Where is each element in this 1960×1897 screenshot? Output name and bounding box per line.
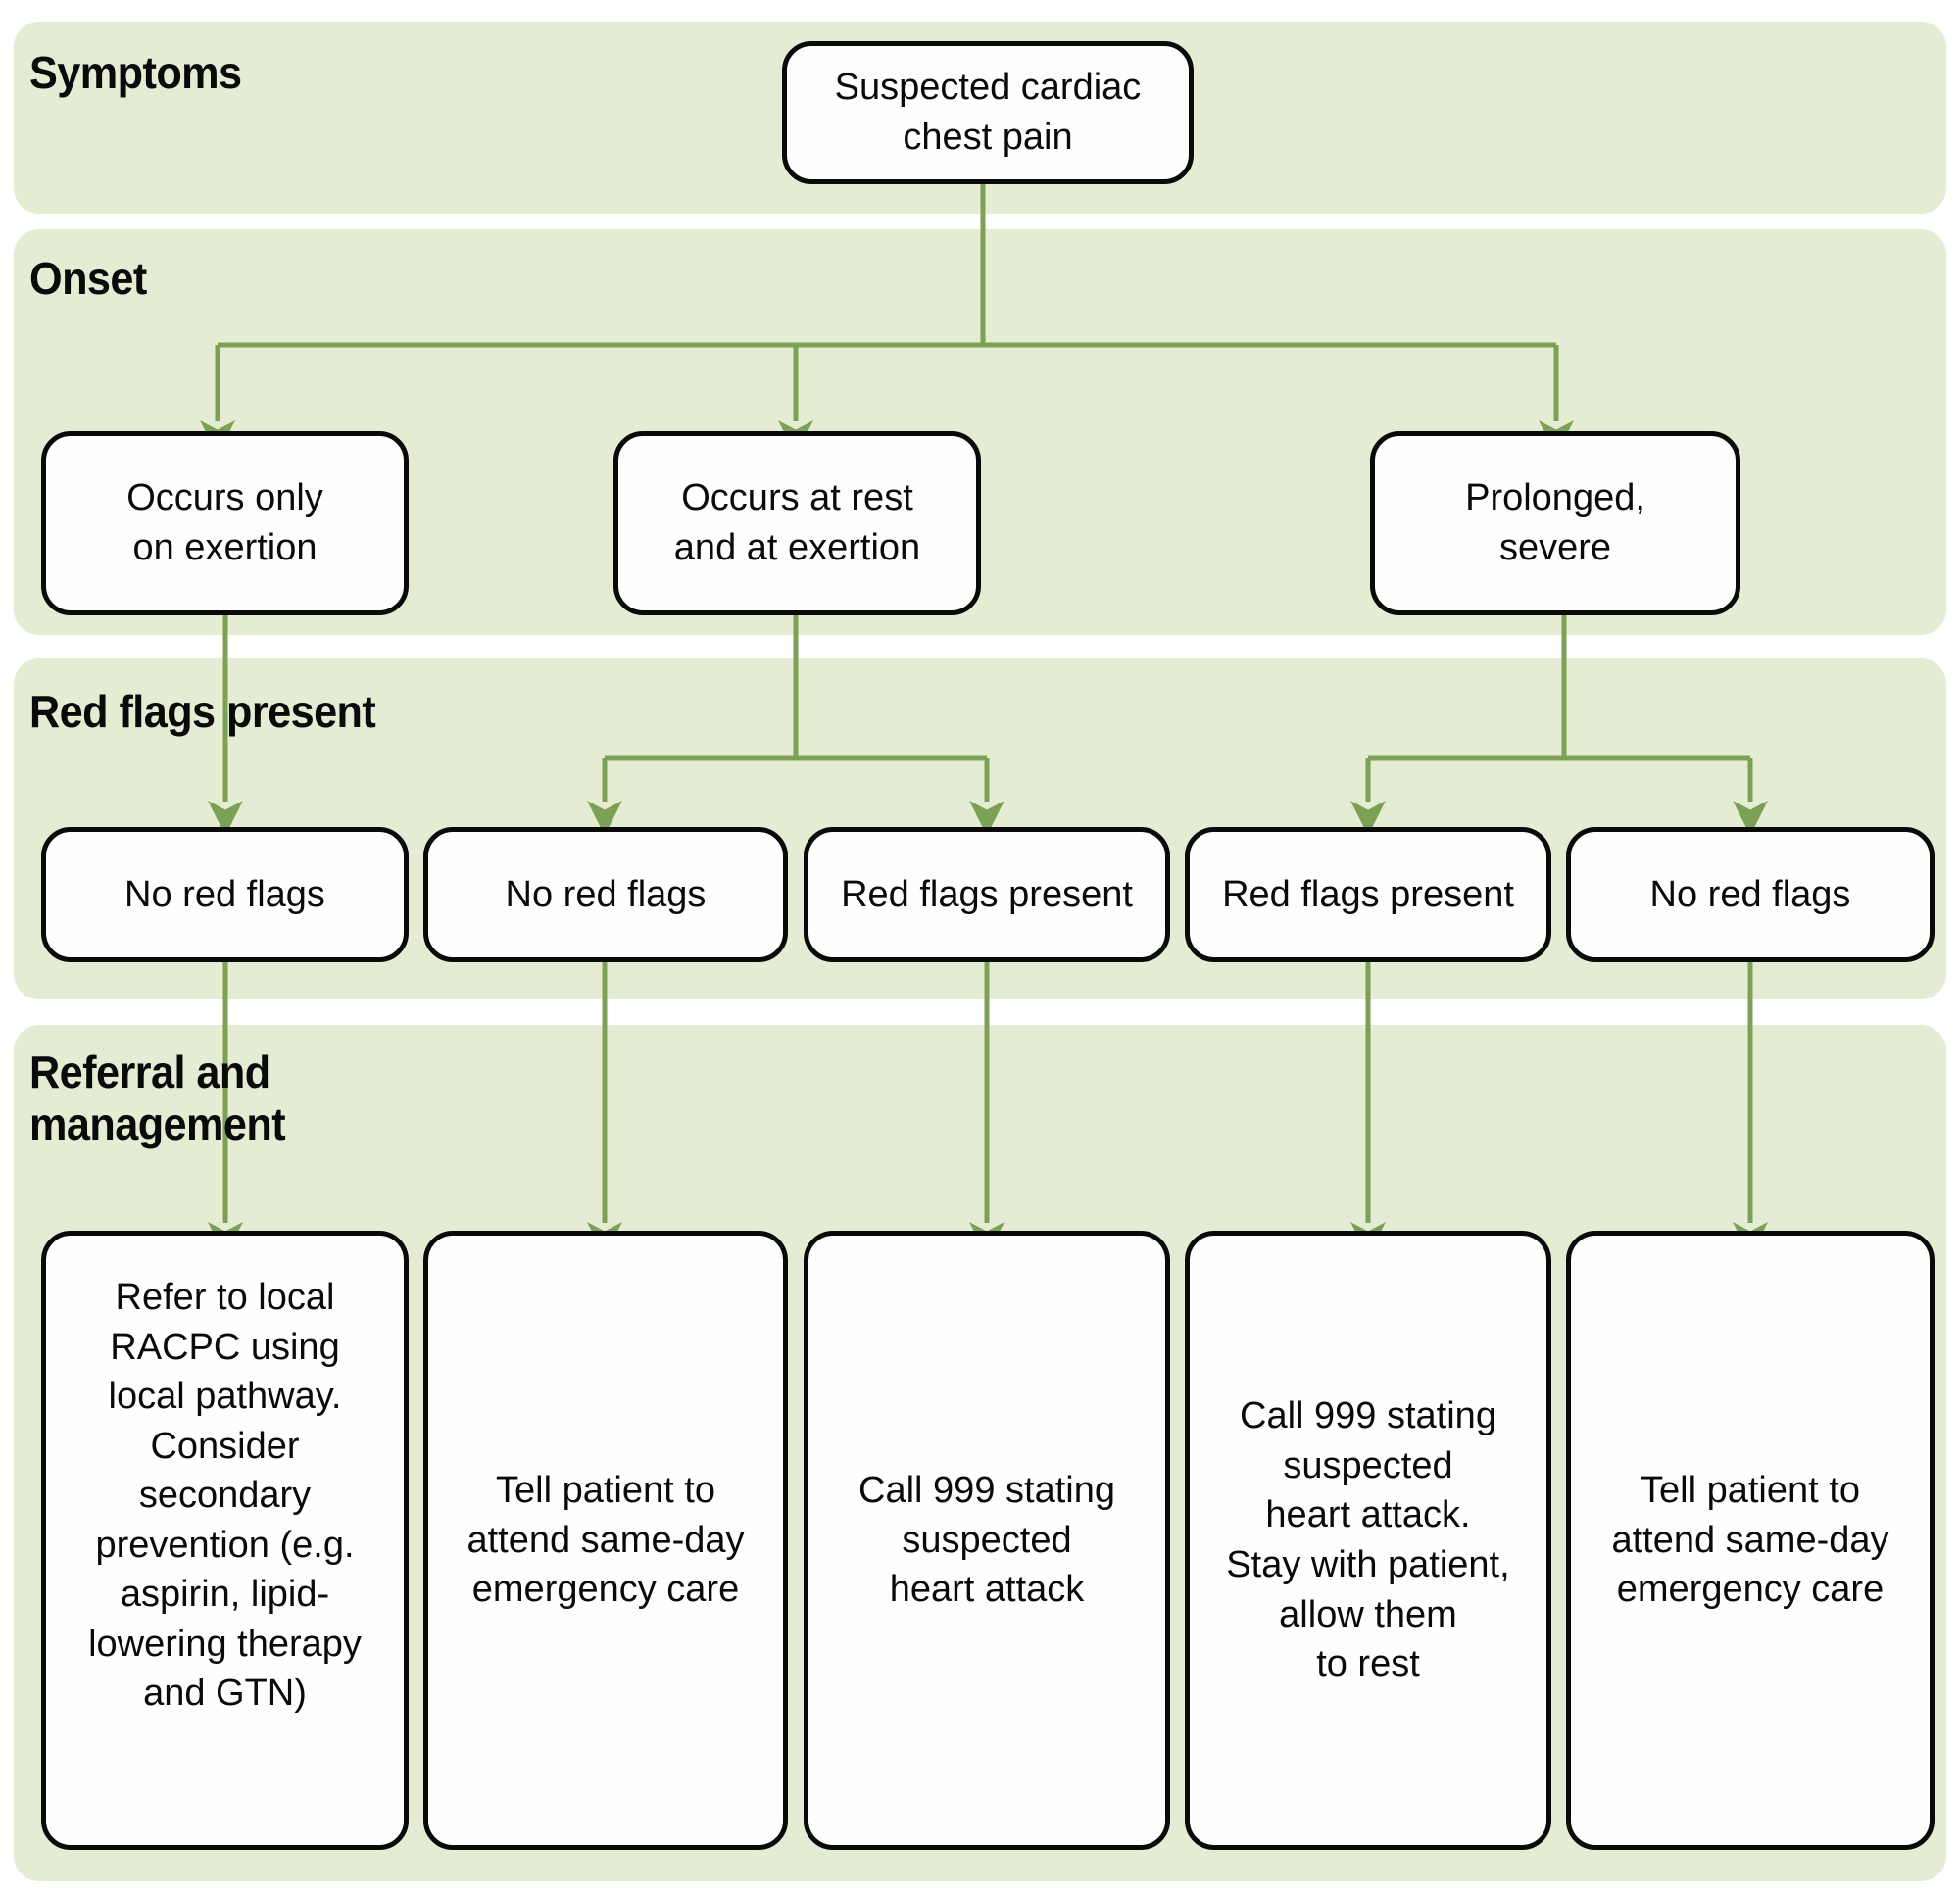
node-red-flags-1[interactable]: No red flags xyxy=(41,827,409,962)
node-onset-exertion-only[interactable]: Occurs only on exertion xyxy=(41,431,409,615)
band-label-symptoms: Symptoms xyxy=(29,47,242,98)
node-management-4[interactable]: Call 999 stating suspected heart attack.… xyxy=(1185,1231,1551,1850)
band-label-referral: Referral and management xyxy=(29,1046,286,1150)
node-red-flags-2[interactable]: No red flags xyxy=(423,827,788,962)
band-label-red-flags: Red flags present xyxy=(29,686,376,737)
node-management-5[interactable]: Tell patient to attend same-day emergenc… xyxy=(1566,1231,1935,1850)
node-red-flags-3[interactable]: Red flags present xyxy=(804,827,1170,962)
node-management-3[interactable]: Call 999 stating suspected heart attack xyxy=(804,1231,1170,1850)
band-label-onset: Onset xyxy=(29,253,147,304)
node-onset-prolonged-severe[interactable]: Prolonged, severe xyxy=(1370,431,1740,615)
node-red-flags-5[interactable]: No red flags xyxy=(1566,827,1935,962)
node-onset-rest-and-exertion[interactable]: Occurs at rest and at exertion xyxy=(613,431,981,615)
node-red-flags-4[interactable]: Red flags present xyxy=(1185,827,1551,962)
node-suspected-cardiac-chest-pain[interactable]: Suspected cardiac chest pain xyxy=(782,41,1194,184)
node-management-1[interactable]: Refer to local RACPC using local pathway… xyxy=(41,1231,409,1850)
node-management-2[interactable]: Tell patient to attend same-day emergenc… xyxy=(423,1231,788,1850)
